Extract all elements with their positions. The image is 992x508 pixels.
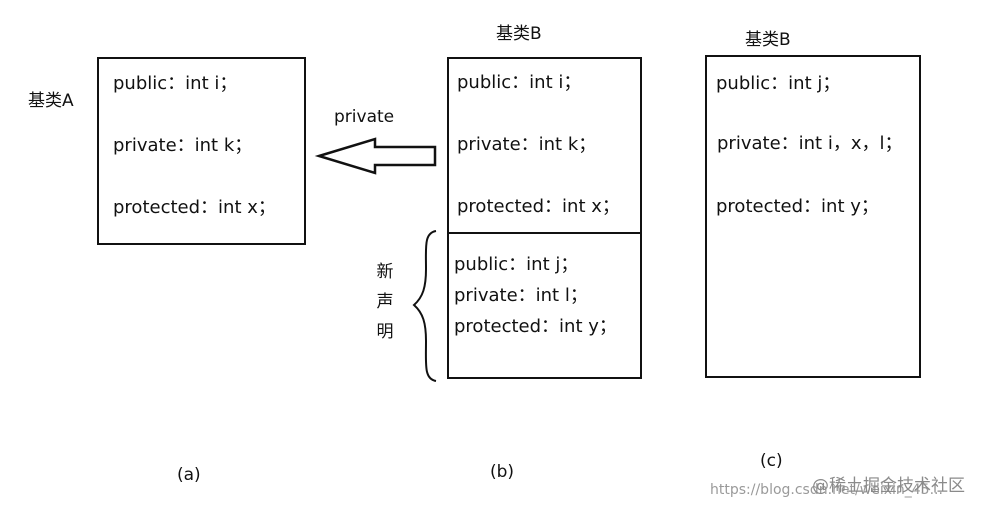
panel-b-new-2: private：int l； <box>454 285 588 306</box>
panel-a-box <box>97 57 306 245</box>
panel-b-inherited-1: public：int i； <box>457 72 582 93</box>
panel-b-divider <box>447 232 642 234</box>
panel-b-box <box>447 57 642 379</box>
panel-a-title: 基类A <box>28 91 74 111</box>
panel-b-inherited-3: protected：int x； <box>457 196 620 217</box>
panel-c-line-2: private：int i，x，l； <box>717 133 903 154</box>
curly-brace-icon <box>412 230 437 382</box>
panel-c-box <box>705 55 921 378</box>
panel-c-title: 基类B <box>745 30 791 50</box>
panel-a-caption: (a) <box>177 465 201 485</box>
new-label-char-3: 明 <box>376 322 394 342</box>
panel-c-line-1: public：int j； <box>716 73 841 94</box>
new-label-char-1: 新 <box>376 262 394 282</box>
new-label-char-2: 声 <box>376 292 394 312</box>
panel-a-line-3: protected：int x； <box>113 197 276 218</box>
new-declaration-label: 新 声 明 <box>375 257 395 347</box>
panel-b-new-3: protected：int y； <box>454 316 617 337</box>
panel-a-line-1: public：int i； <box>113 73 238 94</box>
panel-b-title: 基类B <box>496 24 542 44</box>
watermark-url: https://blog.csdn.net/weixin_45... <box>710 482 943 498</box>
panel-a-line-2: private：int k； <box>113 135 253 156</box>
panel-b-new-1: public：int j； <box>454 254 579 275</box>
arrow-label: private <box>334 107 395 127</box>
panel-b-inherited-2: private：int k； <box>457 134 597 155</box>
panel-c-caption: (c) <box>760 451 783 471</box>
left-arrow-icon <box>314 137 437 175</box>
watermark-brand: @稀土掘金技术社区 <box>812 476 965 496</box>
panel-b-caption: (b) <box>490 462 515 482</box>
panel-c-line-3: protected：int y； <box>716 196 879 217</box>
